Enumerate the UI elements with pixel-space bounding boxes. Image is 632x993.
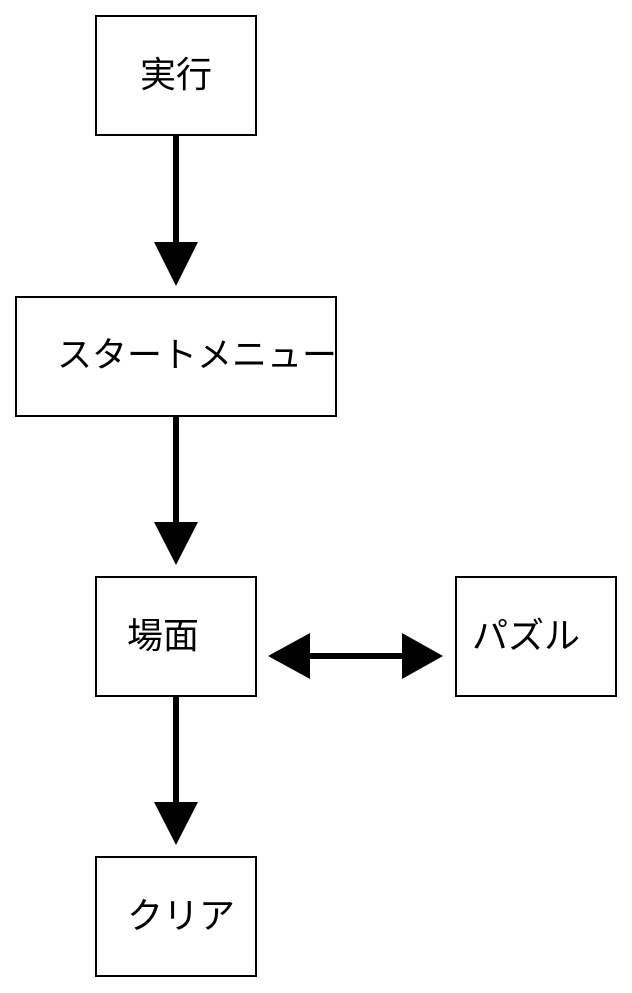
node-puzzle: パズル	[455, 576, 617, 697]
edge-start-menu-to-scene	[154, 416, 198, 565]
edge-run-to-start-menu	[154, 136, 198, 286]
node-start-menu-label: スタートメニュー	[57, 336, 338, 376]
edge-scene-to-puzzle	[268, 633, 443, 679]
node-run: 実行	[95, 15, 257, 136]
node-clear: クリア	[95, 856, 257, 977]
node-scene-label: 場面	[127, 615, 200, 657]
edge-scene-to-clear	[154, 696, 198, 845]
node-puzzle-label: パズル	[472, 615, 581, 657]
node-scene: 場面	[95, 576, 257, 697]
node-run-label: 実行	[139, 54, 212, 96]
node-clear-label: クリア	[127, 895, 236, 937]
node-start-menu: スタートメニュー	[15, 296, 337, 417]
